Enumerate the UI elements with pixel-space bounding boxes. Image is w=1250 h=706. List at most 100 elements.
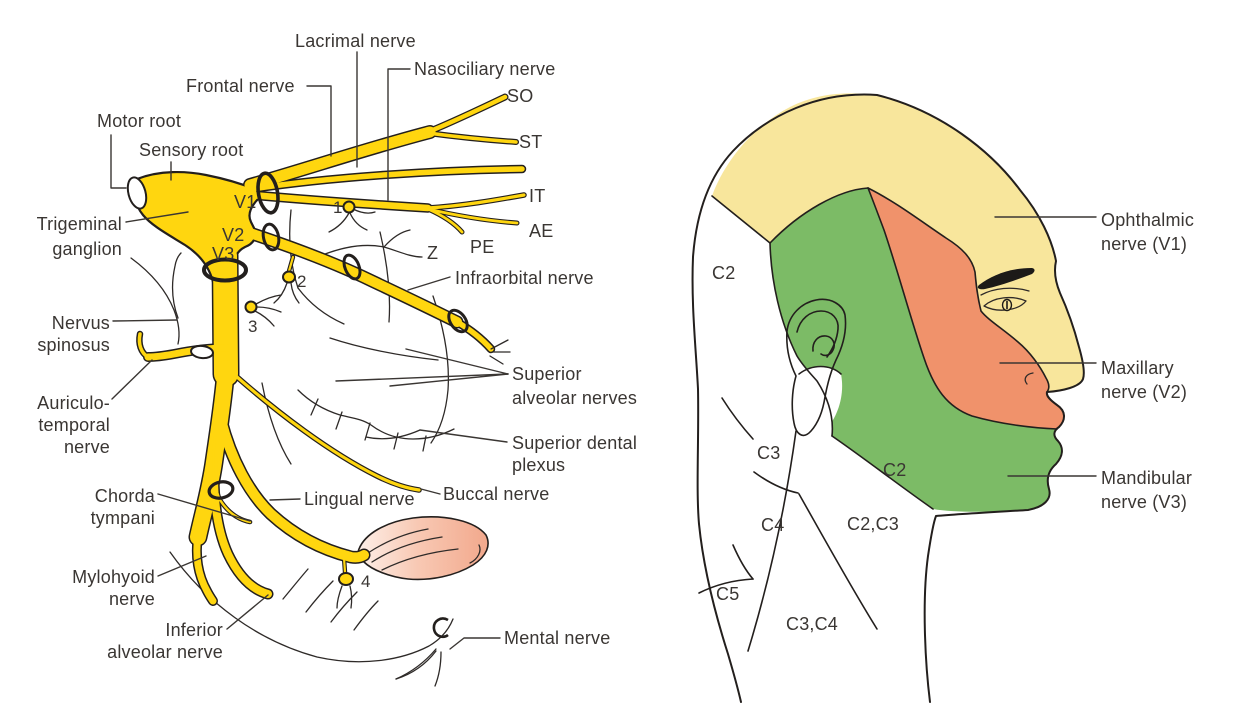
- boundary-v2-v3: [867, 187, 1058, 430]
- leader-superior-dental-plexus: [419, 429, 508, 443]
- label-auriculotemporal: Auriculo-: [37, 393, 110, 413]
- nerve-root-cut-end: [126, 176, 148, 210]
- leader-buccal-nerve: [420, 488, 441, 495]
- label-inferior-alveolar: Inferior: [165, 620, 223, 640]
- label-auriculotemporal-line2: temporal: [38, 415, 110, 435]
- label-mandibular-nerve-line2: nerve (V3): [1101, 492, 1187, 512]
- skull-sketch-lines: [130, 209, 455, 680]
- label-c4: C4: [761, 515, 784, 535]
- leader-lines: [110, 51, 509, 650]
- auriculotemporal-loop: [190, 344, 214, 360]
- label-superior-alveolar-line2: alveolar nerves: [512, 388, 637, 408]
- head-outline: [691, 93, 1085, 703]
- leader-infraorbital-nerve: [407, 276, 451, 291]
- ciliary-ganglion-dot: [342, 200, 356, 214]
- otic-ganglion-dot: [244, 300, 258, 314]
- leader-mylohyoid-nerve: [157, 555, 207, 577]
- head-dermatome-map: Ophthalmic nerve (V1) Maxillary nerve (V…: [691, 93, 1194, 703]
- leader-chorda-tympani: [157, 493, 251, 522]
- label-inferior-alveolar-line2: alveolar nerve: [107, 642, 223, 662]
- label-lingual-nerve: Lingual nerve: [304, 489, 415, 509]
- label-lacrimal-nerve: Lacrimal nerve: [295, 31, 416, 51]
- label-mylohyoid-nerve-line2: nerve: [109, 589, 155, 609]
- region-mandibular-v3: [770, 188, 1062, 512]
- leader-mental-nerve: [449, 637, 501, 650]
- leader-superior-alveolar-3: [389, 373, 509, 387]
- label-pe: PE: [470, 237, 494, 257]
- cervical-strip-lines: [698, 397, 878, 652]
- label-ophthalmic-nerve: Ophthalmic: [1101, 210, 1194, 230]
- ring-superior-orbital-fissure: [256, 171, 280, 215]
- leader-trigeminal-ganglion: [125, 211, 189, 223]
- label-ganglion-1: 1: [333, 198, 343, 217]
- label-ophthalmic-nerve-line2: nerve (V1): [1101, 234, 1187, 254]
- face-features: [977, 268, 1035, 385]
- label-nasociliary-nerve: Nasociliary nerve: [414, 59, 555, 79]
- label-maxillary-nerve-line2: nerve (V2): [1101, 382, 1187, 402]
- foramen-rings: [202, 171, 469, 639]
- ring-mandibular-foramen: [207, 480, 235, 500]
- leader-superior-alveolar-1: [335, 373, 509, 382]
- ear-lobe-patch: [796, 366, 843, 437]
- label-mandibular-nerve: Mandibular: [1101, 468, 1192, 488]
- submandibular-ganglion-dot: [338, 572, 354, 586]
- label-auriculotemporal-line3: nerve: [64, 437, 110, 457]
- label-v1: V1: [234, 192, 256, 212]
- ring-foramen-rotundum: [261, 222, 281, 252]
- label-nervus-spinosus: Nervus: [52, 313, 110, 333]
- label-v3: V3: [212, 244, 234, 264]
- label-mylohyoid-nerve: Mylohyoid: [72, 567, 155, 587]
- nostril-mark: [1024, 372, 1034, 385]
- label-superior-dental-plexus: Superior dental: [512, 433, 637, 453]
- label-superior-dental-plexus-line2: plexus: [512, 455, 565, 475]
- label-c5: C5: [716, 584, 739, 604]
- eyebrow: [977, 268, 1035, 290]
- label-so: SO: [507, 86, 533, 106]
- label-it: IT: [529, 186, 545, 206]
- ring-v2-mid: [342, 253, 362, 281]
- ring-foramen-ovale: [202, 257, 248, 283]
- label-trigeminal-ganglion: Trigeminal: [37, 214, 122, 234]
- label-c3-c4: C3,C4: [786, 614, 838, 634]
- leader-inferior-alveolar: [226, 594, 269, 630]
- label-buccal-nerve: Buccal nerve: [443, 484, 549, 504]
- ring-mental-foramen: [432, 617, 449, 639]
- region-maxillary-v2: [868, 188, 1065, 429]
- ear-lobe-line: [798, 365, 842, 375]
- label-maxillary-nerve: Maxillary: [1101, 358, 1174, 378]
- label-ganglion-3: 3: [248, 317, 258, 336]
- leader-nasociliary-nerve: [387, 68, 411, 201]
- pterygopalatine-ganglion-dot: [282, 270, 296, 284]
- ring-infraorbital-foramen: [447, 308, 469, 334]
- boundary-v1-v2: [867, 187, 1050, 393]
- label-mental-nerve: Mental nerve: [504, 628, 610, 648]
- upper-eyelid-line: [980, 287, 1030, 296]
- ganglion-markers: [244, 200, 356, 586]
- region-ophthalmic-v1: [712, 93, 1084, 392]
- label-c2-c3: C2,C3: [847, 514, 899, 534]
- label-infraorbital-nerve: Infraorbital nerve: [455, 268, 594, 288]
- leader-lingual-nerve: [269, 498, 301, 501]
- eye-outline: [983, 296, 1027, 311]
- label-c2-occipital: C2: [712, 263, 735, 283]
- label-trigeminal-ganglion-line2: ganglion: [52, 239, 122, 259]
- leader-auriculotemporal: [111, 359, 153, 400]
- label-frontal-nerve: Frontal nerve: [186, 76, 295, 96]
- leader-motor-root: [110, 134, 127, 189]
- boundary-jaw-c2: [831, 435, 934, 510]
- ear: [786, 298, 847, 437]
- label-st: ST: [519, 132, 542, 152]
- terminal-twigs: [254, 208, 511, 687]
- leader-frontal-nerve: [306, 85, 332, 157]
- label-ganglion-2: 2: [297, 272, 307, 291]
- boundary-v3-white: [769, 242, 834, 437]
- label-chorda-tympani: Chorda: [95, 486, 156, 506]
- tongue: [357, 516, 489, 581]
- label-z: Z: [427, 243, 438, 263]
- label-sensory-root: Sensory root: [139, 140, 243, 160]
- label-c3: C3: [757, 443, 780, 463]
- label-ae: AE: [529, 221, 553, 241]
- label-nervus-spinosus-line2: spinosus: [37, 335, 110, 355]
